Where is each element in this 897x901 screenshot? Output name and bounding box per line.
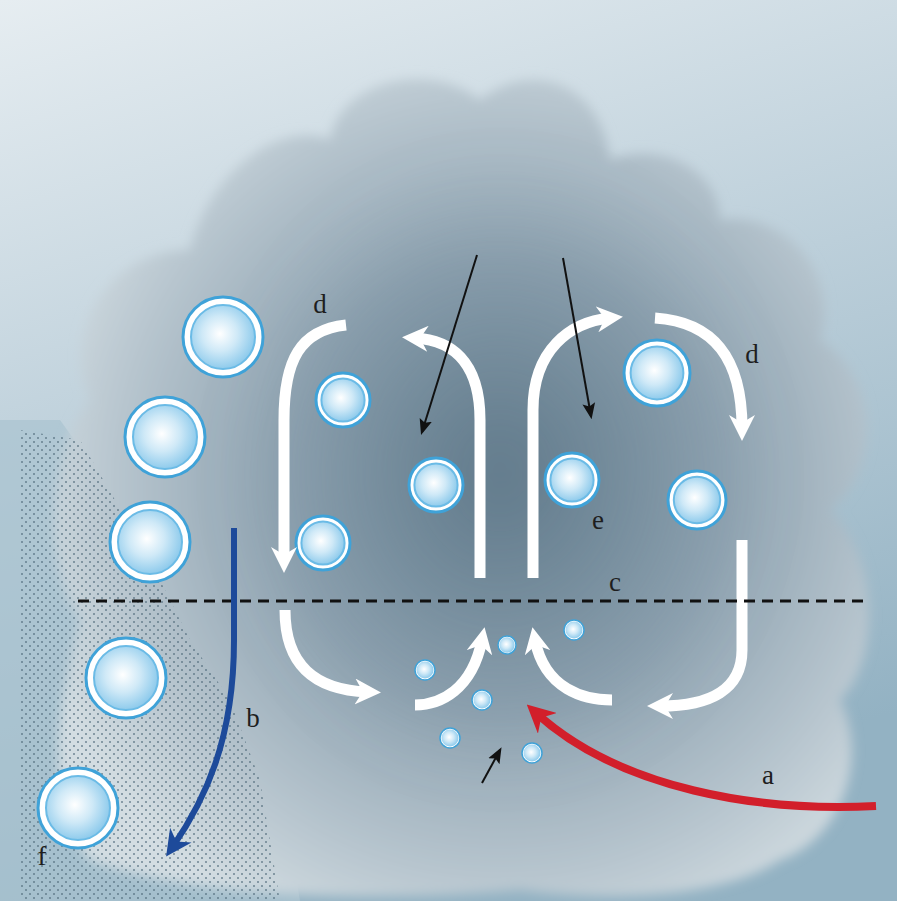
droplet-outer bbox=[86, 638, 166, 718]
droplet bbox=[498, 636, 516, 654]
inflow-arrow bbox=[535, 640, 612, 700]
cloud-core bbox=[240, 170, 760, 770]
droplet-inner bbox=[674, 477, 720, 523]
droplet-outer bbox=[38, 768, 118, 848]
droplet bbox=[316, 373, 370, 427]
callout-letter: d bbox=[313, 291, 327, 318]
inflow-arrow bbox=[415, 640, 482, 705]
callout-letter: d bbox=[745, 341, 759, 368]
droplet bbox=[472, 690, 492, 710]
pointer-arrow bbox=[563, 258, 591, 416]
return-arrow bbox=[285, 610, 368, 692]
droplet-inner bbox=[442, 730, 459, 747]
droplet bbox=[415, 660, 435, 680]
droplet bbox=[110, 502, 190, 582]
droplet-inner bbox=[524, 745, 541, 762]
droplet-outer bbox=[668, 471, 726, 529]
droplet-outer bbox=[564, 620, 584, 640]
droplet-inner bbox=[474, 692, 491, 709]
droplet bbox=[564, 620, 584, 640]
droplet-inner bbox=[301, 521, 344, 564]
droplet-outer bbox=[415, 660, 435, 680]
droplet bbox=[409, 458, 463, 512]
pointer-arrow bbox=[422, 255, 477, 432]
callout-letter: e bbox=[592, 507, 604, 534]
droplet-inner bbox=[417, 662, 434, 679]
droplet-inner bbox=[118, 510, 182, 574]
droplet-outer bbox=[472, 690, 492, 710]
droplet-outer bbox=[522, 743, 542, 763]
droplet-outer bbox=[183, 297, 263, 377]
droplet bbox=[522, 743, 542, 763]
downdraft-arrow bbox=[284, 325, 346, 560]
callout-letter: b bbox=[246, 705, 260, 732]
droplet bbox=[624, 340, 690, 406]
droplet bbox=[86, 638, 166, 718]
droplet bbox=[183, 297, 263, 377]
updraft-arrow bbox=[415, 338, 480, 578]
precipitation-arrow bbox=[172, 528, 234, 848]
droplet-outer bbox=[110, 502, 190, 582]
droplet bbox=[125, 397, 205, 477]
droplet-inner bbox=[191, 305, 255, 369]
droplet-outer bbox=[316, 373, 370, 427]
freezing-level-line bbox=[78, 600, 870, 603]
updraft-arrow bbox=[533, 318, 610, 578]
droplet-outer bbox=[409, 458, 463, 512]
droplet-inner bbox=[414, 463, 457, 506]
droplet-outer bbox=[624, 340, 690, 406]
callout-letter: a bbox=[762, 762, 774, 789]
droplet bbox=[545, 453, 599, 507]
droplet bbox=[668, 471, 726, 529]
droplet-outer bbox=[125, 397, 205, 477]
pointer-arrow bbox=[482, 750, 500, 783]
droplet-outer bbox=[498, 636, 516, 654]
droplet-outer bbox=[440, 728, 460, 748]
droplet-inner bbox=[550, 458, 593, 501]
droplet-inner bbox=[321, 378, 364, 421]
return-arrow bbox=[660, 540, 742, 706]
droplet-inner bbox=[499, 637, 514, 652]
downdraft-arrow bbox=[655, 318, 742, 428]
circulation-arrows bbox=[284, 318, 742, 706]
droplet-inner bbox=[46, 776, 110, 840]
droplet bbox=[296, 516, 350, 570]
callout-letter: c bbox=[609, 569, 621, 596]
droplet bbox=[38, 768, 118, 848]
droplet-outer bbox=[296, 516, 350, 570]
warm-inflow-arrow bbox=[535, 712, 876, 807]
pointer-arrows bbox=[422, 255, 591, 783]
droplet-inner bbox=[133, 405, 197, 469]
droplet-inner bbox=[94, 646, 158, 710]
droplet bbox=[440, 728, 460, 748]
droplet-outer bbox=[545, 453, 599, 507]
droplet-inner bbox=[566, 622, 583, 639]
rain-dots bbox=[20, 430, 280, 901]
droplet-inner bbox=[631, 347, 684, 400]
callout-letter: f bbox=[38, 843, 47, 870]
